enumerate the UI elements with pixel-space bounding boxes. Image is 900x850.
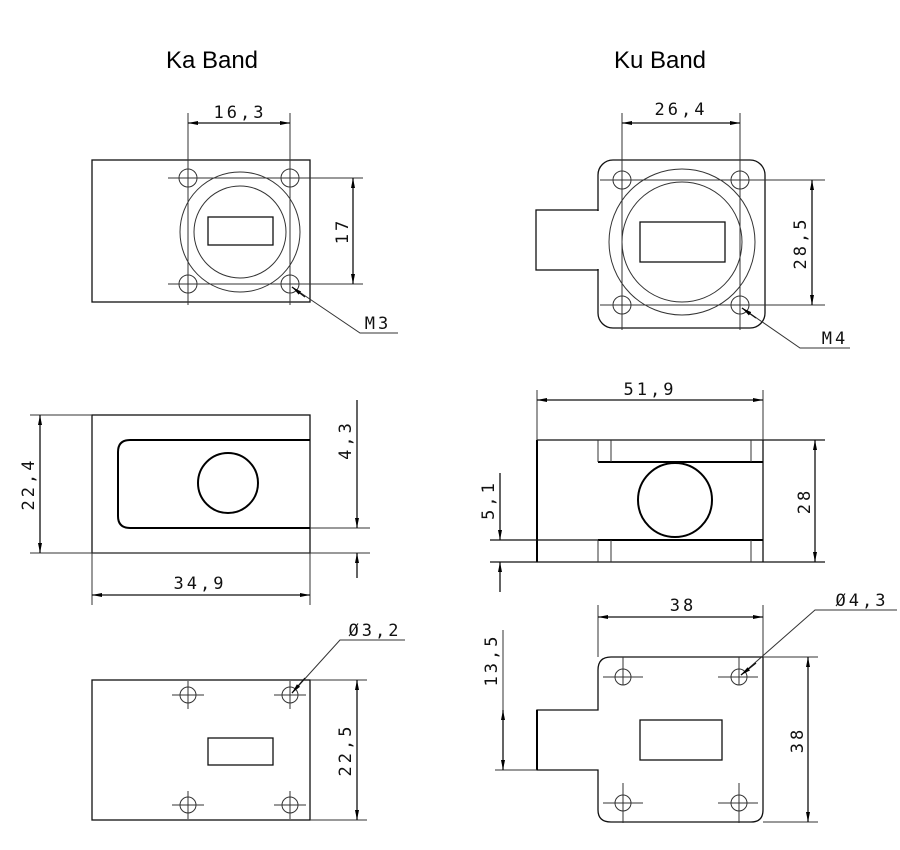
ku-bottom-view (495, 605, 897, 823)
ka-side-length-dim: 34,9 (174, 574, 227, 594)
ka-front-width-dim: 16,3 (214, 103, 267, 123)
ku-front-width-dim: 26,4 (655, 100, 708, 120)
ka-side-offset-dim: 4,3 (336, 420, 356, 460)
ka-bottom-view (91, 639, 405, 821)
ku-bottom-offset-dim: 13,5 (482, 634, 502, 687)
ka-front-height-dim: 17 (333, 218, 353, 244)
ku-side-length-dim: 51,9 (624, 380, 677, 400)
ku-front-height-dim: 28,5 (791, 217, 811, 270)
ku-bottom-height-dim: 38 (788, 727, 808, 753)
ku-side-view (490, 390, 825, 592)
ku-bottom-width-dim: 38 (670, 596, 696, 616)
ku-front-view (535, 113, 850, 349)
ka-thread-label: M3 (365, 314, 391, 334)
ku-thread-label: M4 (822, 329, 848, 349)
ku-side-offset-dim: 5,1 (479, 480, 499, 520)
ka-band-title: Ka Band (166, 47, 258, 74)
ku-hole-label: Ø4,3 (836, 591, 889, 611)
ka-side-height-dim: 22,4 (19, 458, 39, 511)
ka-front-view (91, 113, 398, 334)
ka-bottom-height-dim: 22,5 (336, 724, 356, 777)
ku-band-title: Ku Band (614, 47, 706, 74)
ka-side-view (30, 400, 370, 605)
ka-hole-label: Ø3,2 (349, 621, 402, 641)
ku-side-height-dim: 28 (795, 488, 815, 514)
